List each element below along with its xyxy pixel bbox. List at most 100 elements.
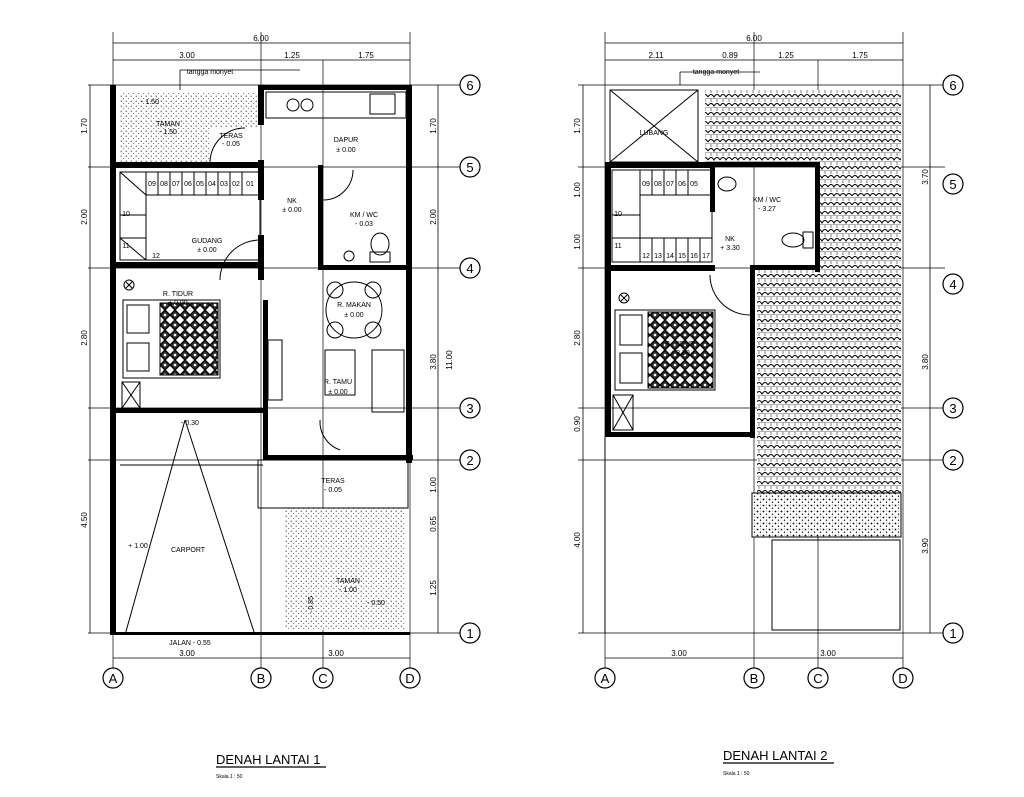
axis-bubble-a: A xyxy=(109,671,118,686)
level-nk2: + 3.30 xyxy=(720,245,740,252)
level-rtamu: ± 0.00 xyxy=(328,389,348,396)
road-label: JALAN - 0.55 xyxy=(169,640,211,647)
room-teras-rear: TERAS xyxy=(219,133,243,140)
dim2-right-1: 3.70 xyxy=(921,169,930,185)
level-carport-entry: - 0.30 xyxy=(181,420,199,427)
floor-2-scale: Skala 1 : 50 xyxy=(723,771,750,777)
roof-tiles-front xyxy=(757,268,901,493)
dim2-bottom-2: 3.00 xyxy=(820,649,836,658)
dim-top-3: 1.75 xyxy=(358,51,374,60)
axis-bubble-d: D xyxy=(405,671,414,686)
dim-right-5: 1.00 xyxy=(429,477,438,493)
dim-left-1: 1.70 xyxy=(80,118,89,134)
dim2-left-1: 1.70 xyxy=(573,118,582,134)
room-dapur: DAPUR xyxy=(334,137,359,144)
axis-bubble-2: 2 xyxy=(466,453,473,468)
level-rtidur2: + 3.30 xyxy=(670,350,690,357)
stair-step: 14 xyxy=(666,253,674,260)
stair-step: 06 xyxy=(184,181,192,188)
level-front-garden: - 0.50 xyxy=(367,600,385,607)
axis-bubble-4: 4 xyxy=(949,277,956,292)
room-rtamu: R. TAMU xyxy=(324,379,352,386)
ladder-label-1: tangga monyet xyxy=(187,69,233,76)
axis-bubble-4: 4 xyxy=(466,261,473,276)
dim-right-6: 0.65 xyxy=(429,516,438,532)
floor-1-title: DENAH LANTAI 1 xyxy=(216,752,321,767)
dim-bottom-1: 3.00 xyxy=(179,649,195,658)
dim2-left-2: 1.00 xyxy=(573,182,582,198)
dim-top-total: 6.00 xyxy=(253,34,269,43)
stair-step: 11 xyxy=(614,243,621,250)
level-rtidur: ± 0.00 xyxy=(168,300,188,307)
stair-step: 10 xyxy=(122,211,130,218)
stair-step: 05 xyxy=(690,181,698,188)
stair-step: 02 xyxy=(232,181,240,188)
axis-bubble-6: 6 xyxy=(949,78,956,93)
stair-step: 04 xyxy=(208,181,216,188)
floor-1-labels: 6.00 3.00 1.25 1.75 3.00 3.00 1.70 2.00 … xyxy=(80,34,454,780)
dim2-right-3: 3.90 xyxy=(921,538,930,554)
room-nk: NK xyxy=(287,198,297,205)
level-rmakan: ± 0.00 xyxy=(344,312,364,319)
garden-front-hatch xyxy=(285,508,405,630)
stair-numbers-1: 09 08 07 06 05 04 03 02 01 10 11 12 xyxy=(122,181,254,260)
stair-step: 07 xyxy=(666,181,674,188)
axis-bubble-2: 2 xyxy=(949,453,956,468)
dim-right-1: 1.70 xyxy=(429,118,438,134)
bed-cover-2 xyxy=(647,311,714,389)
dim-top-2: 1.25 xyxy=(284,51,300,60)
axis-bubble-6: 6 xyxy=(466,78,473,93)
axis-bubble-1: 1 xyxy=(466,626,473,641)
axis-bubble-5: 5 xyxy=(949,177,956,192)
level-gudang: ± 0.00 xyxy=(197,247,217,254)
room-taman-rear: TAMAN xyxy=(156,121,180,128)
bed-cover xyxy=(159,302,219,376)
axis-bubble-b: B xyxy=(750,671,759,686)
dim2-left-6: 4.00 xyxy=(573,532,582,548)
axis-bubble-c: C xyxy=(318,671,327,686)
dim-left-4: 4.50 xyxy=(80,512,89,528)
dim-right-3: 3.80 xyxy=(429,354,438,370)
level-kmwc2: - 3.27 xyxy=(758,206,776,213)
level-dapur: ± 0.00 xyxy=(336,147,356,154)
axis-bubble-3: 3 xyxy=(466,401,473,416)
stair-step: 07 xyxy=(172,181,180,188)
room-kmwc2: KM / WC xyxy=(753,197,781,204)
room-nk2: NK xyxy=(725,236,735,243)
dimension-lines xyxy=(89,42,931,659)
stair-step: 08 xyxy=(160,181,168,188)
floor-2-labels: 6.00 2.11 0.89 1.25 1.75 3.00 3.00 1.70 … xyxy=(573,34,930,777)
dim2-top-total: 6.00 xyxy=(746,34,762,43)
floor-2-title: DENAH LANTAI 2 xyxy=(723,748,828,763)
room-rmakan: R. MAKAN xyxy=(337,302,371,309)
room-rtidur: R. TIDUR xyxy=(163,291,193,298)
stair-step: 17 xyxy=(702,253,710,260)
dim2-top-3: 1.25 xyxy=(778,51,794,60)
axis-bubble-5: 5 xyxy=(466,160,473,175)
dim2-right-2: 3.80 xyxy=(921,354,930,370)
level-kmwc: - 0.03 xyxy=(355,221,373,228)
dim-right-2: 2.00 xyxy=(429,209,438,225)
dim-bottom-2: 3.00 xyxy=(328,649,344,658)
stair-step: 06 xyxy=(678,181,686,188)
level-carport-side: + 1.00 xyxy=(128,543,148,550)
axis-bubble-3: 3 xyxy=(949,401,956,416)
floor-1-scale: Skala 1 : 50 xyxy=(216,774,243,780)
level-front-step: - 0.85 xyxy=(308,596,315,614)
room-teras-front: TERAS xyxy=(321,478,345,485)
stair-step: 16 xyxy=(690,253,698,260)
dim-right-7: 1.25 xyxy=(429,580,438,596)
stair-step: 11 xyxy=(122,243,129,250)
roof-tiles-right xyxy=(818,163,901,268)
dim-left-3: 2.80 xyxy=(80,330,89,346)
axis-bubble-d: D xyxy=(898,671,907,686)
level-taman-front: - 1.00 xyxy=(339,587,357,594)
stair-step: 08 xyxy=(654,181,662,188)
axis-bubble-1: 1 xyxy=(949,626,956,641)
level-nk: ± 0.00 xyxy=(282,207,302,214)
dim-top-1: 3.00 xyxy=(179,51,195,60)
room-gudang: GUDANG xyxy=(192,238,223,245)
axis-bubble-c: C xyxy=(813,671,822,686)
dim-left-2: 2.00 xyxy=(80,209,89,225)
